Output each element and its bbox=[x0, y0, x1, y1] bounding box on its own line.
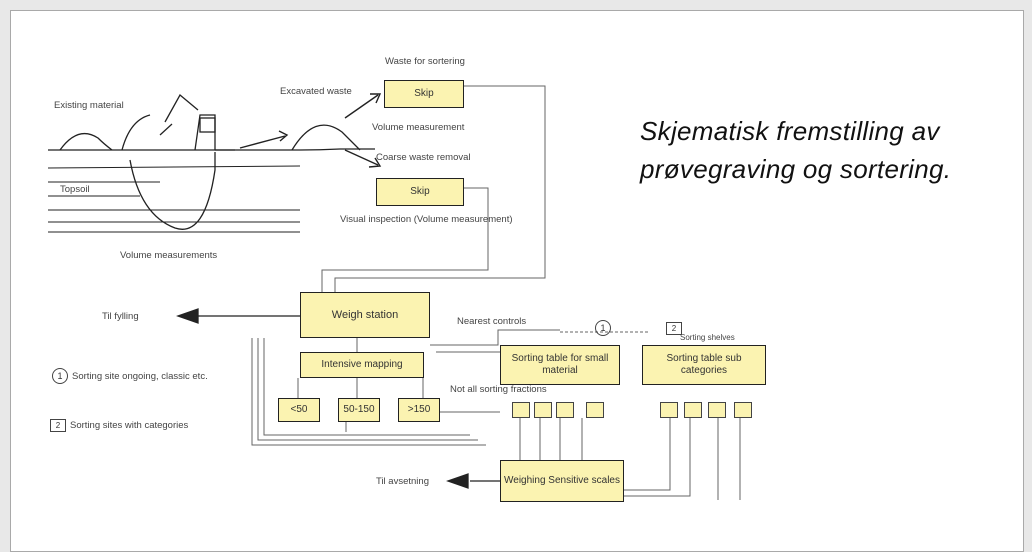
skip-box-2: Skip bbox=[376, 178, 464, 206]
volume-measurements-label: Volume measurements bbox=[120, 250, 218, 261]
pile-arrows bbox=[239, 93, 382, 168]
visual-inspection-label: Visual inspection (Volume measurement) bbox=[340, 214, 513, 225]
sorting-fraction-box bbox=[512, 402, 530, 418]
fraction-box-b: 50-150 bbox=[338, 398, 380, 422]
excavated-waste-label: Excavated waste bbox=[280, 86, 352, 97]
output-arrows bbox=[176, 308, 500, 489]
category-fraction-box bbox=[660, 402, 678, 418]
volume-measurement-label: Volume measurement bbox=[372, 122, 465, 133]
to-landfill-label: Til fylling bbox=[102, 311, 139, 322]
sorting-fraction-box bbox=[556, 402, 574, 418]
coarse-waste-removal-label: Coarse waste removal bbox=[376, 152, 471, 163]
sorting-table-categories-box: Sorting table sub categories bbox=[642, 345, 766, 385]
category-fraction-box bbox=[734, 402, 752, 418]
skip-box-1: Skip bbox=[384, 80, 464, 108]
marker-circle-icon: 1 bbox=[595, 320, 611, 336]
legend-circle-label: Sorting site ongoing, classic etc. bbox=[72, 371, 208, 382]
category-fraction-box bbox=[708, 402, 726, 418]
weighing-scales-box: Weighing Sensitive scales bbox=[500, 460, 624, 502]
legend-square-icon: 2 bbox=[50, 419, 66, 432]
nearest-controls-label: Nearest controls bbox=[457, 316, 527, 327]
fraction-box-a: <50 bbox=[278, 398, 320, 422]
connector-lines bbox=[251, 85, 741, 500]
sorting-table-box: Sorting table for small material bbox=[500, 345, 620, 385]
legend-circle-icon: 1 bbox=[52, 368, 68, 384]
sorting-shelves-label: Sorting shelves bbox=[680, 333, 735, 342]
sorting-fraction-box bbox=[534, 402, 552, 418]
to-recycling-label: Til avsetning bbox=[376, 476, 429, 487]
existing-material-label: Existing material bbox=[54, 100, 124, 111]
figure-caption: Skjematisk fremstilling av prøvegraving … bbox=[640, 112, 951, 188]
excavation-scene bbox=[47, 93, 375, 233]
category-fraction-box bbox=[684, 402, 702, 418]
waste-for-sorting-label: Waste for sortering bbox=[385, 56, 465, 67]
topsoil-label: Topsoil bbox=[60, 184, 90, 195]
caption-line-2: prøvegraving og sortering. bbox=[640, 154, 952, 184]
not-sorted-label: Not all sorting fractions bbox=[450, 384, 547, 395]
intensive-sorting-box: Intensive mapping bbox=[300, 352, 424, 378]
fraction-box-c: >150 bbox=[398, 398, 440, 422]
marker-square-icon: 2 bbox=[666, 322, 682, 335]
weigh-station-box: Weigh station bbox=[300, 292, 430, 338]
caption-line-1: Skjematisk fremstilling av bbox=[640, 116, 940, 146]
flow-diagram bbox=[47, 85, 741, 500]
legend-square-label: Sorting sites with categories bbox=[70, 420, 189, 431]
sorting-fraction-box bbox=[586, 402, 604, 418]
